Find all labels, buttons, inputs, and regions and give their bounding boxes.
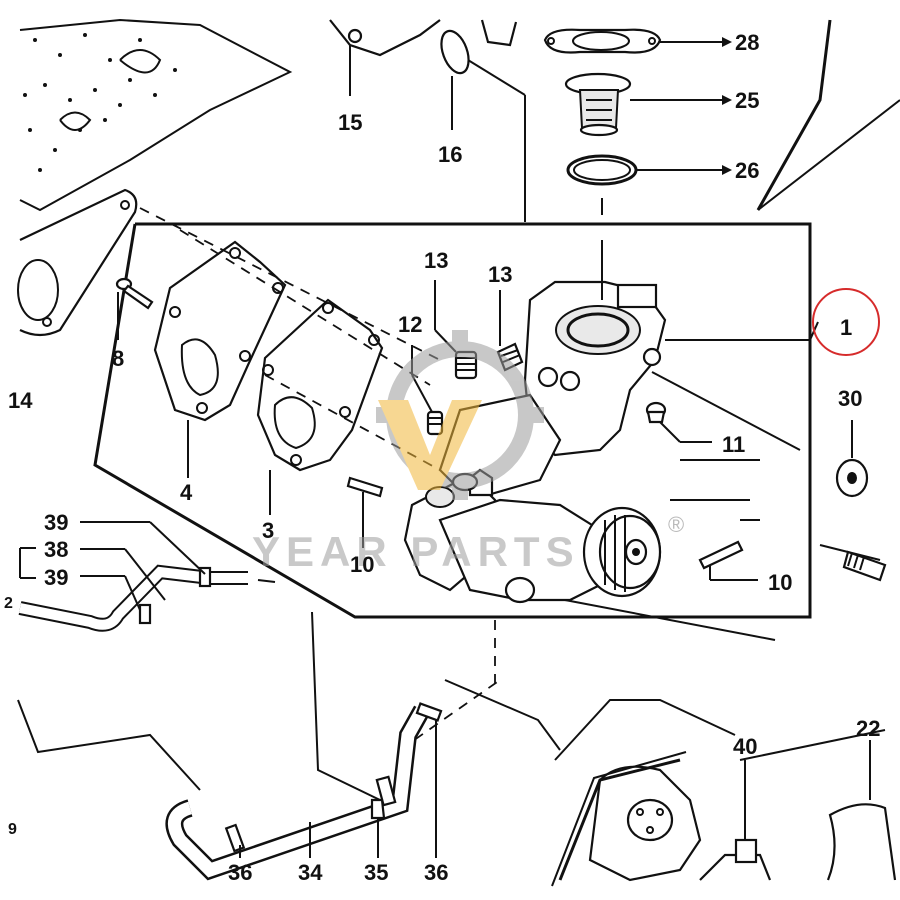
fan-pulley-40 [551, 751, 772, 887]
gasket-3 [256, 298, 384, 515]
pump-pulley-hub [582, 506, 662, 598]
callout-labels: 28 25 26 15 16 1 13 13 12 8 14 4 3 11 30… [4, 30, 880, 885]
callout-26: 26 [735, 158, 759, 183]
callout-10-left: 10 [350, 552, 374, 577]
callout-34: 34 [298, 860, 323, 885]
watermark-logo [376, 330, 544, 500]
washer-30 [835, 420, 869, 498]
bolt-8 [115, 277, 154, 340]
plug-12 [411, 345, 444, 436]
upper-housing-fragment [329, 19, 518, 75]
callout-40: 40 [733, 734, 757, 759]
callout-8: 8 [112, 346, 124, 371]
dowel-pin-10-right [698, 540, 758, 581]
watermark-registered-mark: ® [668, 512, 684, 537]
highlight-circle [812, 288, 880, 356]
callout-edge-2: 2 [4, 595, 13, 612]
lower-engine-outline [17, 599, 886, 801]
callout-35: 35 [364, 860, 388, 885]
bypass-hose-assembly [18, 564, 276, 632]
callout-36-left: 36 [228, 860, 252, 885]
engine-block-drawing [19, 18, 293, 212]
callout-30: 30 [838, 386, 862, 411]
stud-bolt [842, 550, 887, 582]
callout-39-top: 39 [44, 510, 68, 535]
thermostat-25 [564, 72, 632, 137]
plug-13-left [434, 280, 478, 380]
callout-11: 11 [722, 432, 745, 457]
plug-11 [645, 401, 712, 443]
part-22-housing [826, 740, 897, 881]
callout-14: 14 [8, 388, 33, 413]
callout-edge-9: 9 [8, 821, 17, 838]
callout-36-right: 36 [424, 860, 448, 885]
callout-4: 4 [180, 480, 193, 505]
callout-16: 16 [438, 142, 462, 167]
gasket-14 [17, 188, 138, 337]
callout-15: 15 [338, 110, 362, 135]
assembly-frame [93, 222, 812, 619]
callout-12: 12 [398, 312, 422, 337]
bracket-38-39 [19, 521, 206, 611]
engine-edge-right [756, 19, 900, 211]
callout-38: 38 [44, 537, 68, 562]
gasket-28 [543, 28, 662, 54]
callout-22: 22 [856, 716, 880, 741]
coolant-pipe-34 [165, 702, 443, 881]
callout-39-bottom: 39 [44, 565, 68, 590]
o-ring-26 [566, 154, 638, 186]
callout-13-right: 13 [488, 262, 512, 287]
dowel-pin-10-left [346, 476, 384, 548]
gasket-4 [153, 240, 287, 478]
plug-13-right [496, 290, 524, 372]
callout-28: 28 [735, 30, 759, 55]
callout-3: 3 [262, 518, 274, 543]
callout-13-left: 13 [424, 248, 448, 273]
watermark-text: YEAR PARTS [252, 528, 580, 575]
leader-lines-top [349, 37, 732, 222]
callout-25: 25 [735, 88, 759, 113]
leader-lines-mid [601, 240, 881, 561]
callout-1: 1 [840, 315, 852, 340]
callout-10-right: 10 [768, 570, 792, 595]
